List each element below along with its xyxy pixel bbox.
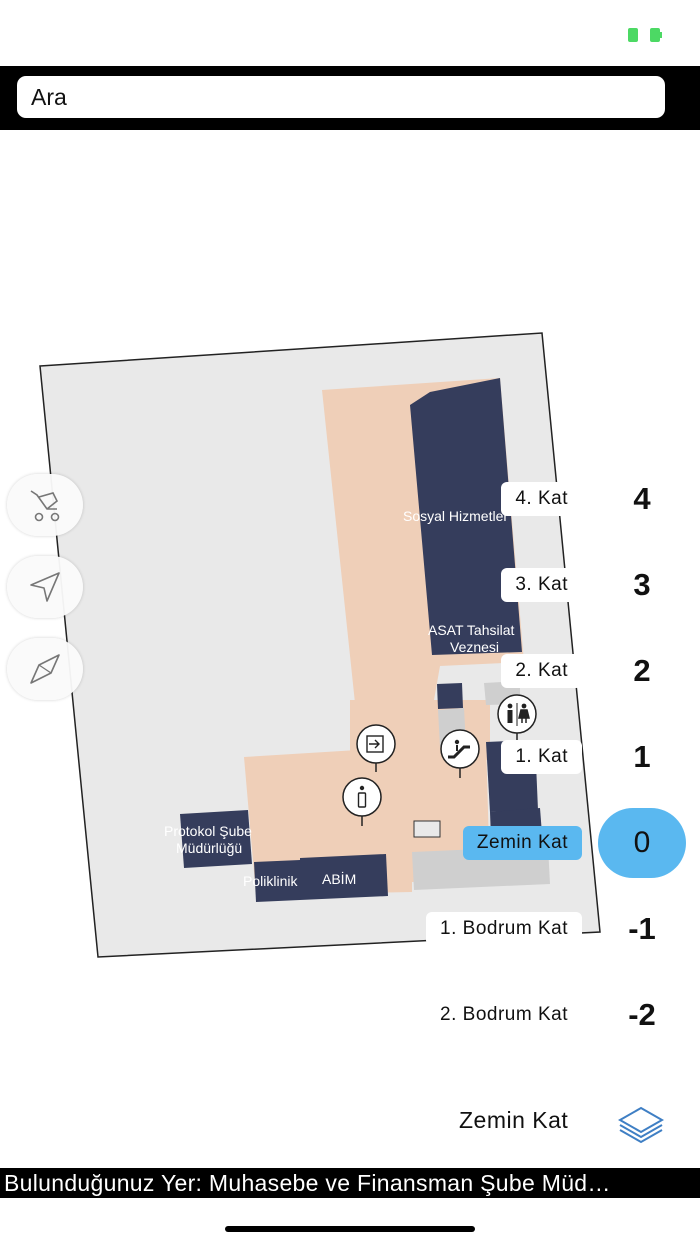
floor-button-minus-2[interactable]: -2: [628, 997, 656, 1032]
room-protokol: [180, 810, 252, 868]
stroller-icon: [30, 490, 60, 522]
floor-label-3[interactable]: 3. Kat: [501, 568, 582, 602]
home-indicator[interactable]: [225, 1226, 475, 1232]
floor-label-0[interactable]: Zemin Kat: [462, 826, 582, 860]
floor-button-0[interactable]: 0: [598, 808, 686, 878]
floor-label-1[interactable]: 1. Kat: [501, 740, 582, 774]
room-sosyal-hizmetler: [410, 378, 522, 655]
room-poliklinik: [254, 860, 300, 902]
status-bar: [0, 0, 700, 66]
search-bar: [0, 66, 700, 130]
label-protokol-1: Protokol Şube: [164, 823, 252, 839]
floor-button-2[interactable]: 2: [633, 653, 651, 688]
navigation-arrow-icon: [30, 572, 60, 602]
escalator-icon[interactable]: [440, 729, 480, 778]
room-abim: [300, 854, 388, 900]
navigation-button[interactable]: [7, 556, 83, 618]
label-abim: ABİM: [322, 870, 356, 887]
layers-icon[interactable]: [616, 1104, 666, 1144]
search-input[interactable]: [17, 76, 665, 118]
compass-icon: [30, 654, 60, 684]
indoor-map[interactable]: Sosyal Hizmetler ASAT Tahsilat Veznesi P…: [0, 130, 700, 1166]
floor-button-3[interactable]: 3: [633, 567, 651, 602]
service-area-3: [413, 820, 441, 838]
floor-label-minus-2[interactable]: 2. Bodrum Kat: [426, 998, 582, 1032]
floor-label-2[interactable]: 2. Kat: [501, 654, 582, 688]
current-floor-label: Zemin Kat: [459, 1107, 569, 1133]
battery-icon: [628, 28, 662, 42]
floor-button-4[interactable]: 4: [633, 481, 651, 516]
compass-button[interactable]: [7, 638, 83, 700]
room-small-1: [437, 683, 463, 709]
label-asat-2: Veznesi: [450, 639, 499, 655]
label-poliklinik: Poliklinik: [243, 873, 298, 889]
floor-label-minus-1[interactable]: 1. Bodrum Kat: [426, 912, 582, 946]
floor-label-4[interactable]: 4. Kat: [501, 482, 582, 516]
current-location-bar: Bulunduğunuz Yer: Muhasebe ve Finansman …: [0, 1168, 700, 1198]
floor-button-1[interactable]: 1: [633, 739, 651, 774]
label-sosyal-hizmetler: Sosyal Hizmetler: [403, 508, 508, 524]
restroom-icon[interactable]: [497, 694, 537, 742]
label-protokol-2: Müdürlüğü: [176, 840, 242, 856]
info-icon[interactable]: [342, 777, 382, 826]
stroller-button[interactable]: [7, 474, 83, 536]
exit-icon[interactable]: [356, 724, 396, 772]
label-asat-1: ASAT Tahsilat: [428, 622, 514, 638]
floor-button-minus-1[interactable]: -1: [628, 911, 656, 946]
